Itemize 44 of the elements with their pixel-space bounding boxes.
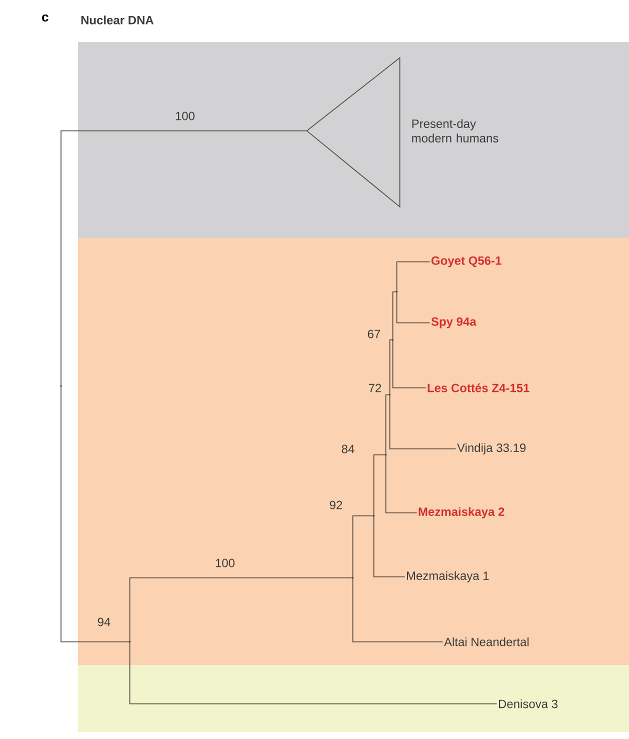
taxon-label: Vindija 33.19 [457, 443, 526, 454]
tree-branch [392, 339, 426, 388]
tree-branch [385, 454, 418, 514]
support-value: 100 [176, 112, 195, 120]
tree-branch [60, 386, 130, 642]
support-value: 94 [98, 618, 110, 626]
branch-point [352, 576, 354, 579]
clade-band [78, 665, 629, 732]
taxon-label: Denisova 3 [498, 699, 558, 708]
tree-branch [352, 515, 374, 578]
tree-branch [385, 394, 390, 456]
node-label: Present-day modern humans [412, 119, 498, 142]
tree-branch [389, 394, 456, 450]
branch-point [388, 394, 391, 396]
support-value: 100 [216, 558, 235, 568]
tree-branch [396, 291, 430, 324]
tree-branch [389, 339, 394, 396]
tree-branch [129, 641, 498, 704]
tree-branch [392, 291, 398, 340]
taxon-label: Spy 94a [431, 317, 476, 328]
support-value: 92 [330, 500, 342, 510]
support-value: 67 [368, 330, 380, 338]
branch-point [392, 338, 394, 341]
clade-band [78, 238, 629, 665]
taxon-label: Mezmaiskaya 1 [406, 571, 489, 582]
tree-branch [373, 454, 386, 516]
tree-branch [129, 577, 354, 642]
taxon-label: Goyet Q56-1 [431, 256, 502, 268]
taxon-label: Mezmaiskaya 2 [418, 507, 504, 518]
tree-branch [373, 515, 406, 578]
support-value: 72 [368, 384, 382, 392]
tree-branch [352, 577, 444, 642]
tree-branch [396, 261, 430, 292]
taxon-label: Altai Neandertal [444, 637, 529, 646]
tree-branch [60, 130, 308, 386]
title: Nuclear DNA [81, 16, 154, 24]
panel-letter: c [42, 14, 48, 22]
branch-point [384, 454, 387, 456]
clade-band [78, 42, 629, 238]
support-value: 84 [342, 444, 354, 454]
branch-point [396, 290, 398, 293]
branch-point [372, 514, 375, 517]
branch-point [128, 640, 131, 643]
taxon-label: Les Cottés Z4-151 [428, 383, 530, 392]
